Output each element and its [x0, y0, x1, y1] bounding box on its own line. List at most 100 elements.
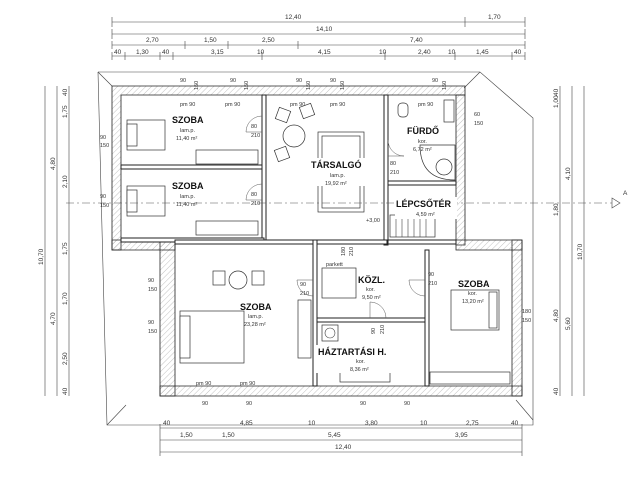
dim-right-4-10: 4,10 — [565, 167, 572, 180]
dim-bottom-5-45: 5,45 — [328, 432, 341, 439]
win-150-top-c: 150 — [306, 81, 312, 90]
dim-left-1-75-b: 1,75 — [62, 242, 69, 255]
dim-left-4-80: 4,80 — [50, 157, 57, 170]
room-name: SZOBA — [172, 115, 204, 125]
room-floor: lam.p. — [330, 173, 345, 179]
door-210-a: 210 — [251, 133, 260, 139]
wardrobe-room2 — [195, 220, 259, 236]
door-90-right: 90 — [428, 272, 434, 278]
win-90-bot-b: 90 — [246, 401, 252, 407]
dim-left-4-70: 4,70 — [50, 312, 57, 325]
wardrobe-big-room — [297, 299, 312, 359]
dim-bottom-1-50-b: 1,50 — [222, 432, 235, 439]
dim-left-2-50: 2,50 — [62, 352, 69, 365]
dim-bottom-1-50-a: 1,50 — [180, 432, 193, 439]
top-dimensions: 12,40 1,70 14,10 2,70 1,50 2,50 7,40 40 … — [111, 14, 526, 60]
win-150-right: 150 — [522, 318, 531, 324]
win-90-left-c: 90 — [148, 278, 154, 284]
dim-bottom-10-a: 10 — [308, 420, 316, 427]
win-150-left-c: 150 — [148, 287, 157, 293]
dim-bottom-3-80: 3,80 — [365, 420, 378, 427]
dim-left-40-b: 40 — [62, 387, 69, 395]
bottom-dimensions: 40 4,85 10 3,80 10 2,75 40 1,50 1,50 5,4… — [159, 420, 523, 456]
win-90-bot-d: 90 — [404, 401, 410, 407]
room-area: 23,28 m² — [244, 322, 266, 328]
room-area: 11,40 m² — [176, 202, 197, 208]
right-dimensions: 10,70 4,10 5,60 1,00 1,80 4,80 40 40 — [553, 86, 585, 396]
room-labels: SZOBA lam.p. 11,40 m² SZOBA lam.p. 11,40… — [172, 115, 490, 373]
win-90-top-b: 90 — [230, 78, 236, 84]
room-name: FÜRDŐ — [407, 125, 439, 136]
door-90-util: 90 — [371, 328, 377, 334]
dim-bottom-40-a: 40 — [163, 420, 171, 427]
dim-bottom-2-75: 2,75 — [466, 420, 479, 427]
dim-right-1-80: 1,80 — [553, 203, 560, 216]
door-80-c: 80 — [390, 161, 396, 167]
dim-right-10-70: 10,70 — [577, 243, 584, 260]
dim-bottom-12-40: 12,40 — [335, 444, 352, 451]
dim-top-40-a: 40 — [114, 49, 122, 56]
dim-left-1-70: 1,70 — [62, 292, 69, 305]
room-floor: lam.p. — [180, 128, 195, 134]
dim-top-2-40: 2,40 — [418, 49, 431, 56]
lounge-table — [282, 124, 306, 148]
door-210-util: 210 — [380, 325, 386, 334]
door-210-corr: 210 — [300, 291, 309, 297]
door-80-a: 80 — [251, 124, 257, 130]
pm-label-b: pm 90 — [225, 102, 240, 108]
win-90-top-a: 90 — [180, 78, 186, 84]
dim-top-2-70: 2,70 — [146, 37, 159, 44]
stair-210: 210 — [349, 247, 355, 256]
room-area: 6,72 m² — [413, 147, 432, 153]
win-90-bot-a: 90 — [202, 401, 208, 407]
interior-walls — [120, 94, 457, 387]
win-150-top-d: 150 — [340, 81, 346, 90]
dim-top-1-45: 1,45 — [476, 49, 489, 56]
room-name: SZOBA — [240, 302, 272, 312]
room-szoba-right: SZOBA kor. 13,20 m² — [458, 279, 490, 305]
dim-left-1-75-a: 1,75 — [62, 105, 69, 118]
dim-left-2-10: 2,10 — [62, 175, 69, 188]
pm-label-e: pm 90 — [418, 102, 433, 108]
level-mark: +3,00 — [366, 218, 380, 224]
washer — [321, 324, 339, 342]
dim-top-40-b: 40 — [162, 49, 170, 56]
room-szoba-1: SZOBA lam.p. 11,40 m² — [172, 115, 204, 142]
door-swings — [245, 115, 426, 319]
win-90-left-a: 90 — [100, 135, 106, 141]
pm-label-g: pm 90 — [240, 381, 255, 387]
dim-bottom-40-b: 40 — [511, 420, 519, 427]
pm-label-f: pm 90 — [196, 381, 211, 387]
dim-bottom-3-95: 3,95 — [455, 432, 468, 439]
axis-label: A — [623, 190, 628, 197]
dim-bottom-4-85: 4,85 — [240, 420, 253, 427]
room-area: 13,20 m² — [462, 299, 484, 305]
room-area: 11,40 m² — [176, 136, 197, 142]
dim-top-1-50: 1,50 — [204, 37, 217, 44]
dim-top-12-40: 12,40 — [285, 14, 302, 21]
room-kozl: KÖZL. kor. 9,50 m² — [358, 275, 385, 301]
room-haztartasi: HÁZTARTÁSI H. kor. 8,36 m² — [316, 345, 410, 373]
win-90-left-d: 90 — [148, 320, 154, 326]
win-150-top-a: 150 — [194, 81, 200, 90]
win-90-bot-c: 90 — [360, 401, 366, 407]
room-area: 9,50 m² — [362, 295, 381, 301]
win-90-top-e: 90 — [432, 78, 438, 84]
room-tarsalgo: TÁRSALGÓ lam.p. 19,92 m² — [310, 158, 370, 187]
toilet — [397, 102, 409, 118]
win-60-bath: 60 — [474, 112, 480, 118]
dim-top-7-40: 7,40 — [410, 37, 423, 44]
dim-top-14-10: 14,10 — [316, 26, 333, 33]
win-150-left-a: 150 — [100, 143, 109, 149]
win-90-top-c: 90 — [296, 78, 302, 84]
door-80-b: 80 — [251, 192, 257, 198]
win-180-right: 180 — [522, 309, 531, 315]
dim-right-40-b: 40 — [553, 387, 560, 395]
pm-label-a: pm 90 — [180, 102, 195, 108]
door-90-corr: 90 — [300, 282, 306, 288]
closet-label: parkett — [326, 262, 343, 268]
room-floor: lam.p. — [248, 314, 263, 320]
room-name: LÉPCSŐTÉR — [396, 198, 452, 209]
win-150-bath: 150 — [474, 121, 483, 127]
win-90-top-d: 90 — [330, 78, 336, 84]
